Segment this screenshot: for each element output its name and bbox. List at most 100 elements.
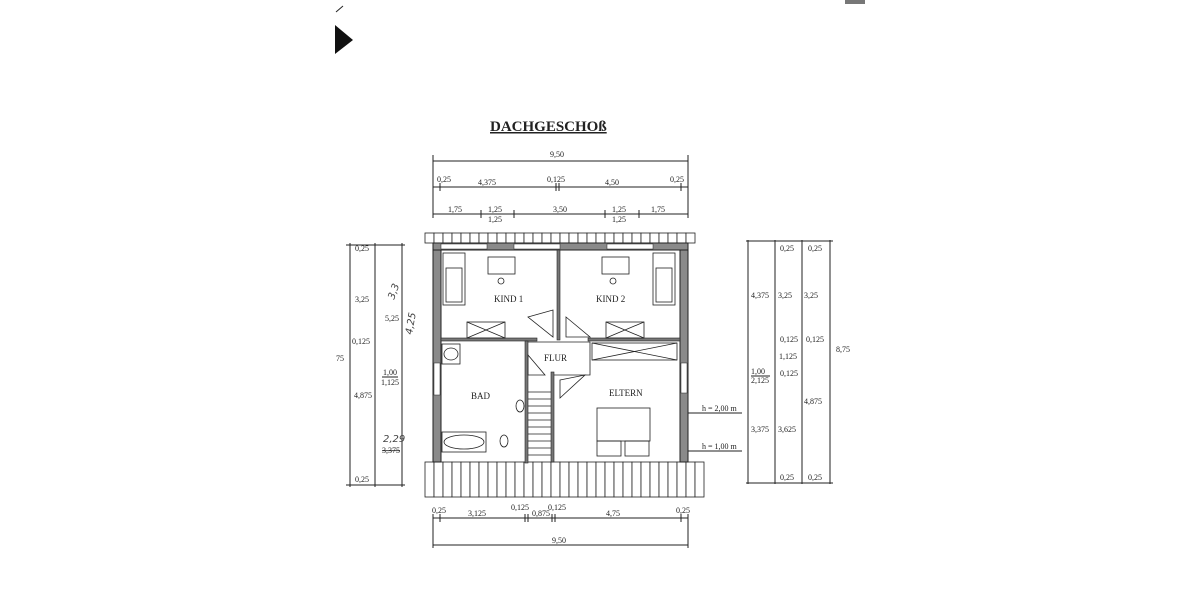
svg-text:1,75: 1,75 <box>651 205 665 214</box>
svg-text:0,25: 0,25 <box>670 175 684 184</box>
roof-tile <box>694 461 705 498</box>
roof-tile <box>613 461 624 498</box>
roof-tile <box>577 461 588 498</box>
svg-text:0,125: 0,125 <box>780 335 798 344</box>
scan-mark <box>335 5 344 13</box>
height-label-2m: h = 2,00 m <box>702 404 738 413</box>
svg-text:3,375: 3,375 <box>382 446 400 455</box>
svg-text:4,375: 4,375 <box>751 291 769 300</box>
svg-text:5,25: 5,25 <box>385 314 399 323</box>
svg-text:1,25: 1,25 <box>612 205 626 214</box>
svg-text:0,25: 0,25 <box>437 175 451 184</box>
roof-tile <box>676 461 687 498</box>
svg-text:1,00: 1,00 <box>751 367 765 376</box>
roof-tile <box>460 232 471 244</box>
plan-title: DACHGESCHOß <box>490 119 607 135</box>
roof-tile <box>424 232 435 244</box>
svg-text:0,25: 0,25 <box>780 473 794 482</box>
svg-text:4,375: 4,375 <box>478 178 496 187</box>
roof-tile <box>658 232 669 244</box>
svg-text:2,29: 2,29 <box>383 434 405 445</box>
roof-tile <box>685 461 696 498</box>
roof-tile <box>523 461 534 498</box>
svg-text:3,25: 3,25 <box>355 295 369 304</box>
roof-tile <box>451 461 462 498</box>
roof-tile <box>550 461 561 498</box>
roof-tile <box>577 232 588 244</box>
svg-text:0,125: 0,125 <box>547 175 565 184</box>
roof-tile <box>424 461 435 498</box>
room-label-flur: FLUR <box>544 353 567 363</box>
exterior-walls <box>432 242 689 463</box>
room-label-bad: BAD <box>471 391 491 401</box>
roof-tile <box>631 461 642 498</box>
roof-tile <box>478 232 489 244</box>
roof-tile <box>532 232 543 244</box>
roof-tile <box>514 461 525 498</box>
roof-tiles <box>424 232 705 498</box>
furniture <box>441 252 678 457</box>
roof-tile <box>442 461 453 498</box>
height-label-1m: h = 1,00 m <box>702 442 738 451</box>
roof-tile <box>640 461 651 498</box>
svg-text:3,125: 3,125 <box>468 509 486 518</box>
roof-tile <box>433 232 444 244</box>
svg-text:0,25: 0,25 <box>780 244 794 253</box>
svg-text:0,875: 0,875 <box>532 509 550 518</box>
roof-tile <box>685 232 696 244</box>
roof-tile <box>487 232 498 244</box>
svg-text:1,25: 1,25 <box>488 205 502 214</box>
room-label-kind-2: KIND 2 <box>596 294 625 304</box>
svg-text:9,50: 9,50 <box>552 536 566 545</box>
svg-text:0,25: 0,25 <box>676 506 690 515</box>
roof-tile <box>541 232 552 244</box>
svg-text:75: 75 <box>336 354 344 363</box>
svg-text:4,75: 4,75 <box>606 509 620 518</box>
roof-tile <box>622 461 633 498</box>
svg-text:3,375: 3,375 <box>751 425 769 434</box>
roof-tile <box>469 232 480 244</box>
scan-mark <box>845 0 865 4</box>
roof-tile <box>649 461 660 498</box>
svg-text:2,125: 2,125 <box>751 376 769 385</box>
svg-text:8,75: 8,75 <box>836 345 850 354</box>
roof-tile <box>595 461 606 498</box>
roof-tile <box>559 461 570 498</box>
bottom-dimensions: 0,25 3,125 0,125 0,875 0,125 4,75 0,25 9… <box>432 503 690 548</box>
roof-tile <box>604 232 615 244</box>
left-dimensions: 75 0,25 3,25 0,125 4,875 0,25 5,25 1,00 … <box>336 243 419 487</box>
roof-tile <box>478 461 489 498</box>
roof-tile <box>604 461 615 498</box>
svg-text:3,50: 3,50 <box>553 205 567 214</box>
svg-text:4,875: 4,875 <box>804 397 822 406</box>
roof-tile <box>451 232 462 244</box>
roof-tile <box>514 232 525 244</box>
roof-tile <box>613 232 624 244</box>
roof-tile <box>631 232 642 244</box>
svg-text:4,875: 4,875 <box>354 391 372 400</box>
svg-text:0,125: 0,125 <box>511 503 529 512</box>
svg-text:0,125: 0,125 <box>352 337 370 346</box>
roof-tile <box>460 461 471 498</box>
roof-tile <box>568 232 579 244</box>
svg-text:1,00: 1,00 <box>383 368 397 377</box>
roof-tile <box>496 461 507 498</box>
svg-text:1,125: 1,125 <box>381 378 399 387</box>
roof-tile <box>622 232 633 244</box>
roof-tile <box>559 232 570 244</box>
roof-tile <box>433 461 444 498</box>
svg-text:4,50: 4,50 <box>605 178 619 187</box>
svg-text:0,125: 0,125 <box>780 369 798 378</box>
roof-tile <box>505 232 516 244</box>
roof-tile <box>667 461 678 498</box>
svg-text:1,25: 1,25 <box>612 215 626 224</box>
svg-text:1,75: 1,75 <box>448 205 462 214</box>
roof-tile <box>532 461 543 498</box>
interior-walls <box>440 249 681 464</box>
roof-tile <box>640 232 651 244</box>
svg-text:3,3: 3,3 <box>386 282 402 301</box>
svg-text:3,25: 3,25 <box>778 291 792 300</box>
room-label-eltern: ELTERN <box>609 388 643 398</box>
right-dimensions: 4,375 1,00 2,125 3,375 0,25 3,25 0,125 1… <box>746 240 850 484</box>
